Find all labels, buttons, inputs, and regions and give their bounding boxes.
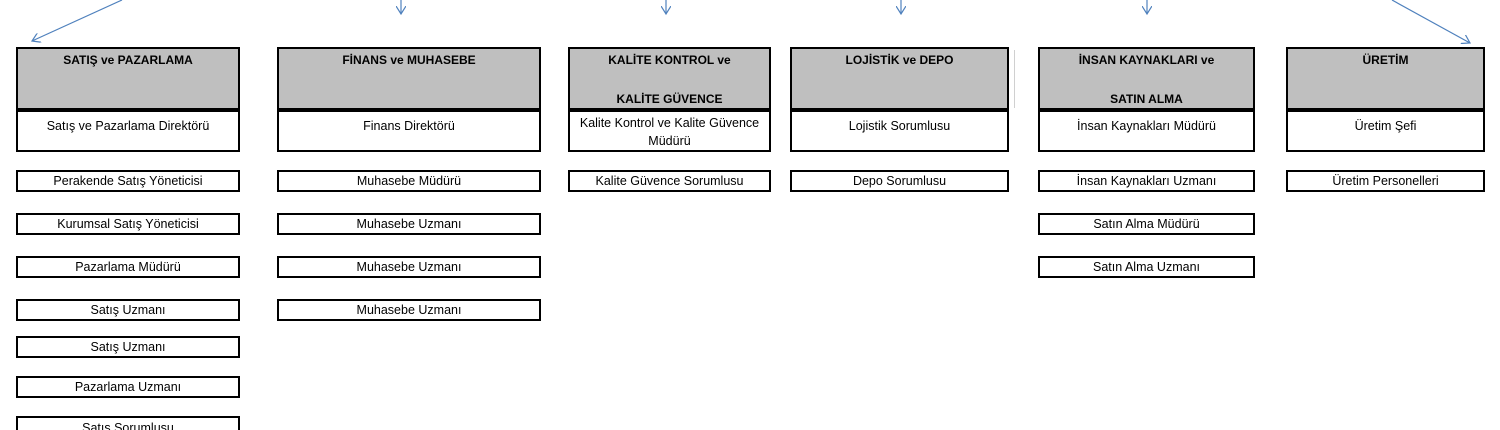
position-box: Muhasebe Uzmanı — [277, 299, 541, 321]
dept-header: SATIŞ ve PAZARLAMA — [16, 47, 240, 110]
position-box: Muhasebe Müdürü — [277, 170, 541, 192]
position-box: Pazarlama Müdürü — [16, 256, 240, 278]
arrow-to-production — [1391, 0, 1470, 43]
position-box: Kalite Güvence Sorumlusu — [568, 170, 771, 192]
position-box: Kurumsal Satış Yöneticisi — [16, 213, 240, 235]
dept-title: FİNANS ve MUHASEBE — [342, 53, 476, 67]
dept-title-line2: KALİTE GÜVENCE — [616, 92, 723, 106]
position-box: Pazarlama Uzmanı — [16, 376, 240, 398]
position-box: Satış Sorumlusu — [16, 416, 240, 430]
manager-box: Finans Direktörü — [277, 110, 541, 152]
dept-header: ÜRETİM — [1286, 47, 1485, 110]
position-box: Satın Alma Müdürü — [1038, 213, 1255, 235]
dept-header: İNSAN KAYNAKLARI ve SATIN ALMA — [1038, 47, 1255, 110]
dept-title: ÜRETİM — [1362, 53, 1409, 67]
manager-box: Üretim Şefi — [1286, 110, 1485, 152]
position-box: Muhasebe Uzmanı — [277, 213, 541, 235]
manager-box: Satış ve Pazarlama Direktörü — [16, 110, 240, 152]
manager-box: Lojistik Sorumlusu — [790, 110, 1009, 152]
dept-header: LOJİSTİK ve DEPO — [790, 47, 1009, 110]
position-box: Satış Uzmanı — [16, 299, 240, 321]
dept-title-line2: SATIN ALMA — [1110, 92, 1183, 106]
dept-title: KALİTE KONTROL ve — [608, 53, 731, 67]
dept-title: İNSAN KAYNAKLARI ve — [1078, 53, 1215, 67]
position-box: Depo Sorumlusu — [790, 170, 1009, 192]
dept-header: KALİTE KONTROL ve KALİTE GÜVENCE — [568, 47, 771, 110]
dept-title: SATIŞ ve PAZARLAMA — [63, 53, 193, 67]
column-divider — [1014, 50, 1015, 108]
dept-title: LOJİSTİK ve DEPO — [845, 53, 954, 67]
position-box: Üretim Personelleri — [1286, 170, 1485, 192]
arrow-to-sales — [32, 0, 123, 41]
position-box: Perakende Satış Yöneticisi — [16, 170, 240, 192]
manager-box: İnsan Kaynakları Müdürü — [1038, 110, 1255, 152]
position-box: İnsan Kaynakları Uzmanı — [1038, 170, 1255, 192]
position-box: Satın Alma Uzmanı — [1038, 256, 1255, 278]
manager-box: Kalite Kontrol ve Kalite Güvence Müdürü — [568, 110, 771, 152]
position-box: Satış Uzmanı — [16, 336, 240, 358]
position-box: Muhasebe Uzmanı — [277, 256, 541, 278]
dept-header: FİNANS ve MUHASEBE — [277, 47, 541, 110]
